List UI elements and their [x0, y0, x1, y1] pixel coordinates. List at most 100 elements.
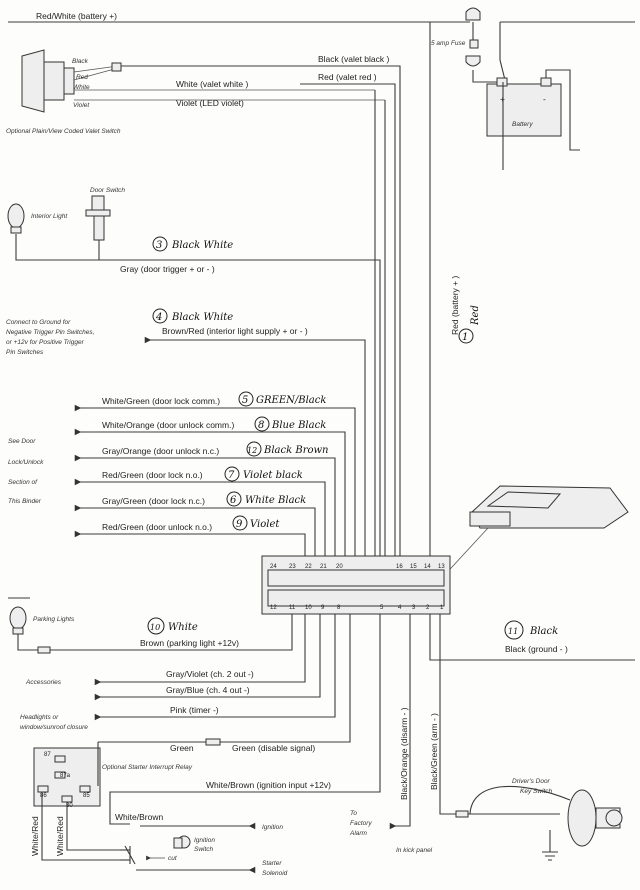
ignition-switch-icon [173, 835, 191, 849]
valet-black-label: Black [72, 58, 89, 65]
relay-pin-85: 85 [83, 793, 90, 799]
alarm-module-icon [469, 485, 629, 529]
wire-label-white-red-b: White/Red [55, 816, 65, 856]
starter-solenoid-line-2: Solenoid [262, 870, 288, 877]
pin-9: 9 [321, 605, 325, 611]
pin-23: 23 [289, 564, 296, 570]
harness-connector [261, 555, 451, 615]
wire-label-white-orange-unlock: White/Orange (door unlock comm.) [102, 420, 234, 430]
fuse-icon [465, 7, 481, 67]
wire-label-green-disable: Green (disable signal) [232, 743, 315, 753]
handwritten-3-text: Black White [171, 240, 233, 251]
wire-label-violet-led: Violet (LED violet) [176, 98, 244, 108]
handwritten-8-text: Blue Black [271, 420, 326, 431]
drivers-door-line-2: Key Switch [520, 788, 553, 795]
wire-label-brown-red-interior: Brown/Red (interior light supply + or - … [162, 326, 308, 336]
kick-panel-label: In kick panel [396, 847, 433, 854]
handwritten-9-number: 9 [236, 519, 243, 530]
handwritten-7-number: 7 [228, 470, 235, 481]
wire-label-white-brown-ignition: White/Brown (ignition input +12v) [206, 780, 331, 790]
battery-minus: - [543, 94, 546, 104]
handwritten-1-text: Red [470, 305, 481, 326]
parking-light-icon [9, 606, 27, 635]
door-key-switch-icon [567, 789, 623, 847]
wire-label-gray-door-trigger: Gray (door trigger + or - ) [120, 264, 215, 274]
handwritten-7-text: Violet black [243, 470, 303, 481]
handwritten-12-number: 12 [247, 446, 257, 455]
relay-icon [33, 747, 101, 807]
pin-4: 4 [398, 605, 402, 611]
wire-label-green: Green [170, 743, 194, 753]
parking-lights-label: Parking Lights [33, 616, 75, 623]
wire-label-brown-parking: Brown (parking light +12v) [140, 638, 239, 648]
handwritten-6-number: 6 [230, 495, 237, 506]
pin-1: 1 [440, 605, 444, 611]
battery-label: Battery [512, 121, 533, 128]
handwritten-11-number: 11 [508, 627, 518, 636]
valet-white-label: White [73, 84, 90, 91]
wire-label-pink-timer: Pink (timer -) [170, 705, 219, 715]
wire-label-black-ground: Black (ground - ) [505, 644, 568, 654]
handwritten-5-number: 5 [242, 395, 248, 406]
relay-pin-86: 86 [40, 793, 47, 799]
headlights-line-2: window/sunroof closure [20, 724, 88, 731]
cut-label: cut [168, 855, 178, 862]
handwritten-9-text: Violet [250, 519, 280, 530]
wire-label-white-valet: White (valet white ) [176, 79, 248, 89]
factory-alarm-line-3: Alarm [349, 830, 368, 837]
wire-label-red-green-lock-no: Red/Green (door lock n.o.) [102, 470, 203, 480]
see-door-line-3: Section of [8, 479, 38, 486]
wire-label-white-brown: White/Brown [115, 812, 163, 822]
pin-10: 10 [305, 605, 312, 611]
wire-label-white-red-a: White/Red [30, 816, 40, 856]
handwritten-8-number: 8 [258, 420, 264, 431]
starter-solenoid-line-1: Starter [262, 860, 282, 867]
handwritten-12-text: Black Brown [263, 445, 329, 456]
pin-20: 20 [336, 564, 343, 570]
ignition-switch-line-2: Switch [194, 846, 214, 853]
wire-label-gray-green-lock-nc: Gray/Green (door lock n.c.) [102, 496, 205, 506]
handwritten-3-number: 3 [156, 240, 162, 251]
handwritten-11-text: Black [529, 626, 558, 637]
valet-violet-label: Violet [73, 102, 90, 109]
wire-label-red-white-battery: Red/White (battery +) [36, 11, 117, 21]
see-door-line-1: See Door [8, 438, 36, 445]
pin-11: 11 [289, 605, 296, 611]
pin-5: 5 [380, 605, 384, 611]
interior-light-label: Interior Light [31, 213, 68, 220]
pin-24: 24 [270, 564, 277, 570]
accessories-label: Accessories [25, 679, 62, 686]
pin-13: 13 [438, 564, 445, 570]
wire-label-black-orange-disarm: Black/Orange (disarm - ) [399, 707, 409, 800]
relay-label: Optional Starter Interrupt Relay [102, 764, 193, 771]
handwritten-4-number: 4 [155, 312, 162, 323]
relay-pin-87a: 87a [60, 773, 71, 779]
ground-note-line-1: Connect to Ground for [6, 319, 71, 326]
relay-pin-87: 87 [44, 752, 51, 758]
see-door-line-4: This Binder [8, 498, 42, 505]
fuse-label: 5 amp Fuse [431, 40, 466, 47]
pin-12: 12 [270, 605, 277, 611]
pin-3: 3 [412, 605, 416, 611]
ground-note-line-4: Pin Switches [6, 349, 44, 356]
handwritten-6-text: White Black [245, 495, 306, 506]
see-door-line-2: Lock/Unlock [8, 459, 44, 466]
wire-label-black-green-arm: Black/Green (arm - ) [429, 713, 439, 790]
wire-label-gray-orange-unlock-nc: Gray/Orange (door unlock n.c.) [102, 446, 219, 456]
door-switch-label: Door Switch [90, 187, 125, 194]
pin-8: 8 [337, 605, 341, 611]
wire-label-gray-violet-ch2: Gray/Violet (ch. 2 out -) [166, 669, 254, 679]
ground-note-line-3: or +12v for Positive Trigger [6, 339, 85, 346]
pin-2: 2 [426, 605, 430, 611]
handwritten-10-text: White [168, 622, 198, 633]
ground-note-line-2: Negative Trigger Pin Switches, [6, 329, 95, 336]
battery-icon [486, 77, 562, 137]
ignition-label: Ignition [262, 824, 283, 831]
drivers-door-line-1: Driver's Door [512, 778, 551, 785]
pin-14: 14 [424, 564, 431, 570]
door-switch-icon [85, 195, 111, 241]
handwritten-10-number: 10 [150, 623, 160, 632]
pin-21: 21 [320, 564, 327, 570]
ignition-switch-line-1: Ignition [194, 837, 215, 844]
pin-15: 15 [410, 564, 417, 570]
